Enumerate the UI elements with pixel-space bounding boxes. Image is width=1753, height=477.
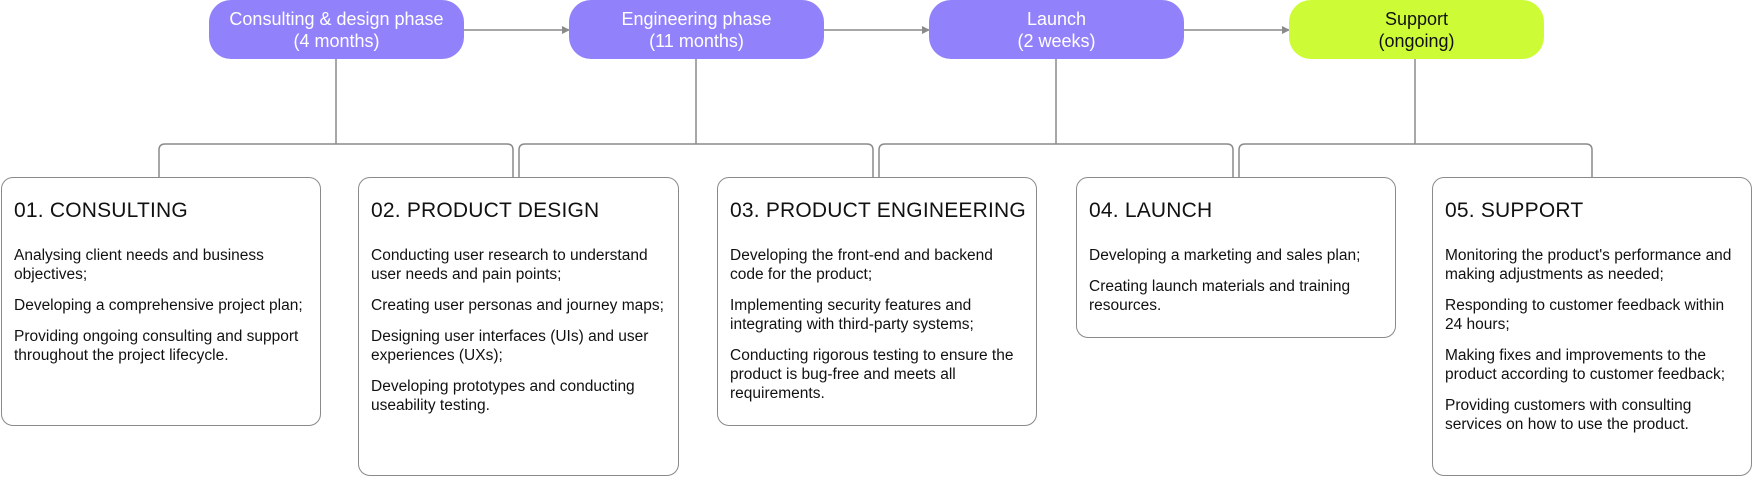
phase-duration: (ongoing) — [1378, 30, 1455, 51]
phase-support: Support (ongoing) — [1289, 0, 1544, 59]
phase-consulting-design: Consulting & design phase (4 months) — [209, 0, 464, 59]
phase-duration: (2 weeks) — [1017, 30, 1096, 51]
phase-name: Launch — [1026, 8, 1087, 29]
stage-item: Providing customers with consulting serv… — [1445, 397, 1692, 433]
stage-item: Designing user interfaces (UIs) and user… — [371, 328, 649, 364]
phase-name: Consulting & design phase — [229, 8, 444, 29]
stage-item: Monitoring the product's performance and… — [1445, 247, 1732, 283]
phase-name: Engineering phase — [621, 8, 772, 29]
bracket-phase-4 — [1238, 59, 1593, 177]
bracket-phase-2 — [518, 59, 874, 177]
stage-item: Developing a comprehensive project plan; — [14, 297, 303, 314]
stage-item: Creating user personas and journey maps; — [371, 297, 664, 314]
stage-title: 05. SUPPORT — [1445, 199, 1584, 222]
stage-card-support: 05. SUPPORT Monitoring the product's per… — [1432, 177, 1752, 476]
stage-item: Responding to customer feedback within 2… — [1445, 297, 1725, 333]
stage-item: Developing a marketing and sales plan; — [1089, 247, 1361, 264]
stage-item: Conducting user research to understand u… — [371, 247, 648, 283]
stage-item: Analysing client needs and business obje… — [14, 247, 264, 283]
stage-item: Conducting rigorous testing to ensure th… — [730, 347, 1014, 402]
stage-item: Providing ongoing consulting and support… — [14, 328, 299, 364]
phase-engineering: Engineering phase (11 months) — [569, 0, 824, 59]
phase-duration: (11 months) — [649, 30, 744, 51]
stage-item: Developing the front-end and backend cod… — [730, 247, 993, 283]
stage-item: Developing prototypes and conducting use… — [371, 378, 635, 414]
stage-title: 04. LAUNCH — [1089, 199, 1213, 222]
stage-card-consulting: 01. CONSULTING Analysing client needs an… — [1, 177, 321, 426]
phase-launch: Launch (2 weeks) — [929, 0, 1184, 59]
stage-item: Implementing security features and integ… — [730, 297, 974, 333]
stage-title: 01. CONSULTING — [14, 199, 188, 222]
stage-card-product-engineering: 03. PRODUCT ENGINEERING Developing the f… — [717, 177, 1037, 426]
bracket-phase-1 — [158, 59, 514, 177]
stage-item: Creating launch materials and training r… — [1089, 278, 1351, 314]
stage-card-launch: 04. LAUNCH Developing a marketing and sa… — [1076, 177, 1396, 338]
stage-item: Making fixes and improvements to the pro… — [1445, 347, 1726, 383]
bracket-phase-3 — [878, 59, 1234, 177]
stage-title: 03. PRODUCT ENGINEERING — [730, 199, 1026, 222]
phase-duration: (4 months) — [293, 30, 380, 51]
phase-name: Support — [1384, 8, 1449, 29]
stage-title: 02. PRODUCT DESIGN — [371, 199, 600, 222]
stage-card-product-design: 02. PRODUCT DESIGN Conducting user resea… — [358, 177, 679, 476]
